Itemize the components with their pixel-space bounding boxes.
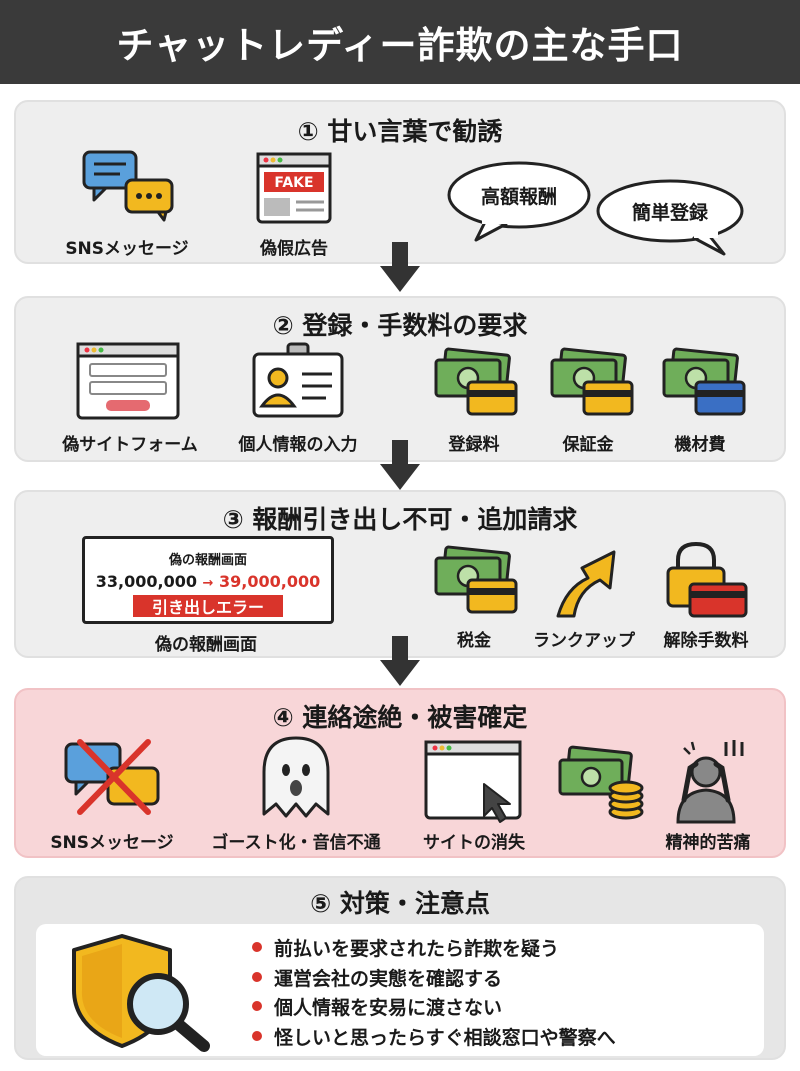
step2-label-register-fee: 登録料 (448, 435, 500, 455)
tip-text: 運営会社の実態を確認する (274, 967, 503, 990)
step4-label-site-gone: サイトの消失 (423, 833, 525, 853)
tips-list: 前払いを要求されたら詐欺を疑う 運営会社の実態を確認する 個人情報を安易に渡さな… (252, 935, 616, 1053)
tip-text: 前払いを要求されたら詐欺を疑う (274, 938, 560, 960)
bullet-dot (252, 971, 262, 982)
tip-text: 怪しいと思ったらすぐ相談窓口や警察へ (274, 1026, 616, 1049)
bubble-easy-register: 簡単登録 (631, 202, 708, 224)
amount-from: 33,000,000 (95, 572, 197, 591)
bullet-dot (252, 942, 262, 952)
down-arrow-icon (380, 242, 420, 292)
closed-site-cursor-icon (424, 740, 522, 823)
distressed-person-icon (676, 740, 744, 824)
lock-card-icon (666, 541, 748, 618)
bubble-high-pay: 高額報酬 (480, 186, 557, 208)
step5-title: ⑤ 対策・注意点 (310, 889, 490, 918)
step2-title: ② 登録・手数料の要求 (272, 311, 528, 340)
chat-bubbles-icon (82, 150, 174, 222)
shield-magnifier-icon (72, 934, 210, 1052)
signup-form-icon (76, 342, 180, 420)
arrow-right-icon: → (202, 576, 214, 591)
id-card-icon (252, 342, 344, 418)
step1-title: ① 甘い言葉で勧誘 (297, 117, 503, 146)
page-title: チャットレディー詐欺の主な手口 (0, 0, 800, 84)
withdraw-error-text: 引き出しエラー (151, 598, 264, 617)
step3-label-tax: 税金 (457, 631, 491, 651)
bullet-dot (252, 1030, 262, 1041)
amount-to: 39,000,000 (219, 572, 321, 591)
money-card-icon (662, 347, 746, 416)
step4-label-sns: SNSメッセージ (50, 833, 174, 853)
bullet-dot (252, 1001, 262, 1011)
withdraw-error-banner: 引き出しエラー (133, 595, 283, 617)
fake-tag: FAKE (274, 175, 314, 191)
fake-reward-heading: 偽の報酬画面 (168, 553, 247, 568)
step3-panel: ③ 報酬引き出し不可・追加請求 (14, 490, 786, 658)
step2-label-equipment-fee: 機材費 (674, 435, 726, 455)
step3-label-release-fee: 解除手数料 (663, 631, 749, 651)
step3-title: ③ 報酬引き出し不可・追加請求 (222, 505, 578, 534)
down-arrow-icon (380, 440, 420, 490)
step4-label-distress: 精神的苦痛 (665, 833, 751, 853)
step2-label-deposit: 保証金 (562, 435, 614, 455)
ghost-icon (262, 736, 330, 818)
step3-label-fake-screen: 偽の報酬画面 (155, 635, 257, 655)
rank-up-arrow-icon (556, 550, 616, 618)
step4-label-ghosting: ゴースト化・音信不通 (211, 833, 381, 853)
tip-item: 前払いを要求されたら詐欺を疑う (252, 935, 616, 965)
speech-bubble-icon (596, 179, 744, 256)
fake-ad-icon (256, 152, 332, 224)
step1-label-fake-ad: 偽假広告 (260, 239, 328, 259)
tip-item: 個人情報を安易に渡さない (252, 994, 616, 1024)
money-card-icon (550, 347, 634, 416)
step4-title: ④ 連絡途絶・被害確定 (272, 703, 528, 732)
speech-bubble-icon (447, 161, 591, 242)
money-card-icon (434, 545, 518, 614)
tip-item: 怪しいと思ったらすぐ相談窓口や警察へ (252, 1024, 616, 1054)
tip-text: 個人情報を安易に渡さない (274, 997, 503, 1019)
step1-label-sns: SNSメッセージ (65, 239, 189, 259)
money-coins-icon (558, 745, 644, 820)
reward-amount-row: 33,000,000 → 39,000,000 (85, 572, 331, 591)
blocked-message-icon (64, 739, 160, 815)
step3-label-rank-up: ランクアップ (533, 631, 635, 651)
down-arrow-icon (380, 636, 420, 686)
step2-label-fake-form: 偽サイトフォーム (62, 435, 198, 455)
money-card-icon (434, 347, 518, 416)
fake-reward-screen: 偽の報酬画面 33,000,000 → 39,000,000 引き出しエラー (82, 536, 334, 624)
tip-item: 運営会社の実態を確認する (252, 965, 616, 995)
step2-label-personal-info: 個人情報の入力 (238, 435, 358, 455)
